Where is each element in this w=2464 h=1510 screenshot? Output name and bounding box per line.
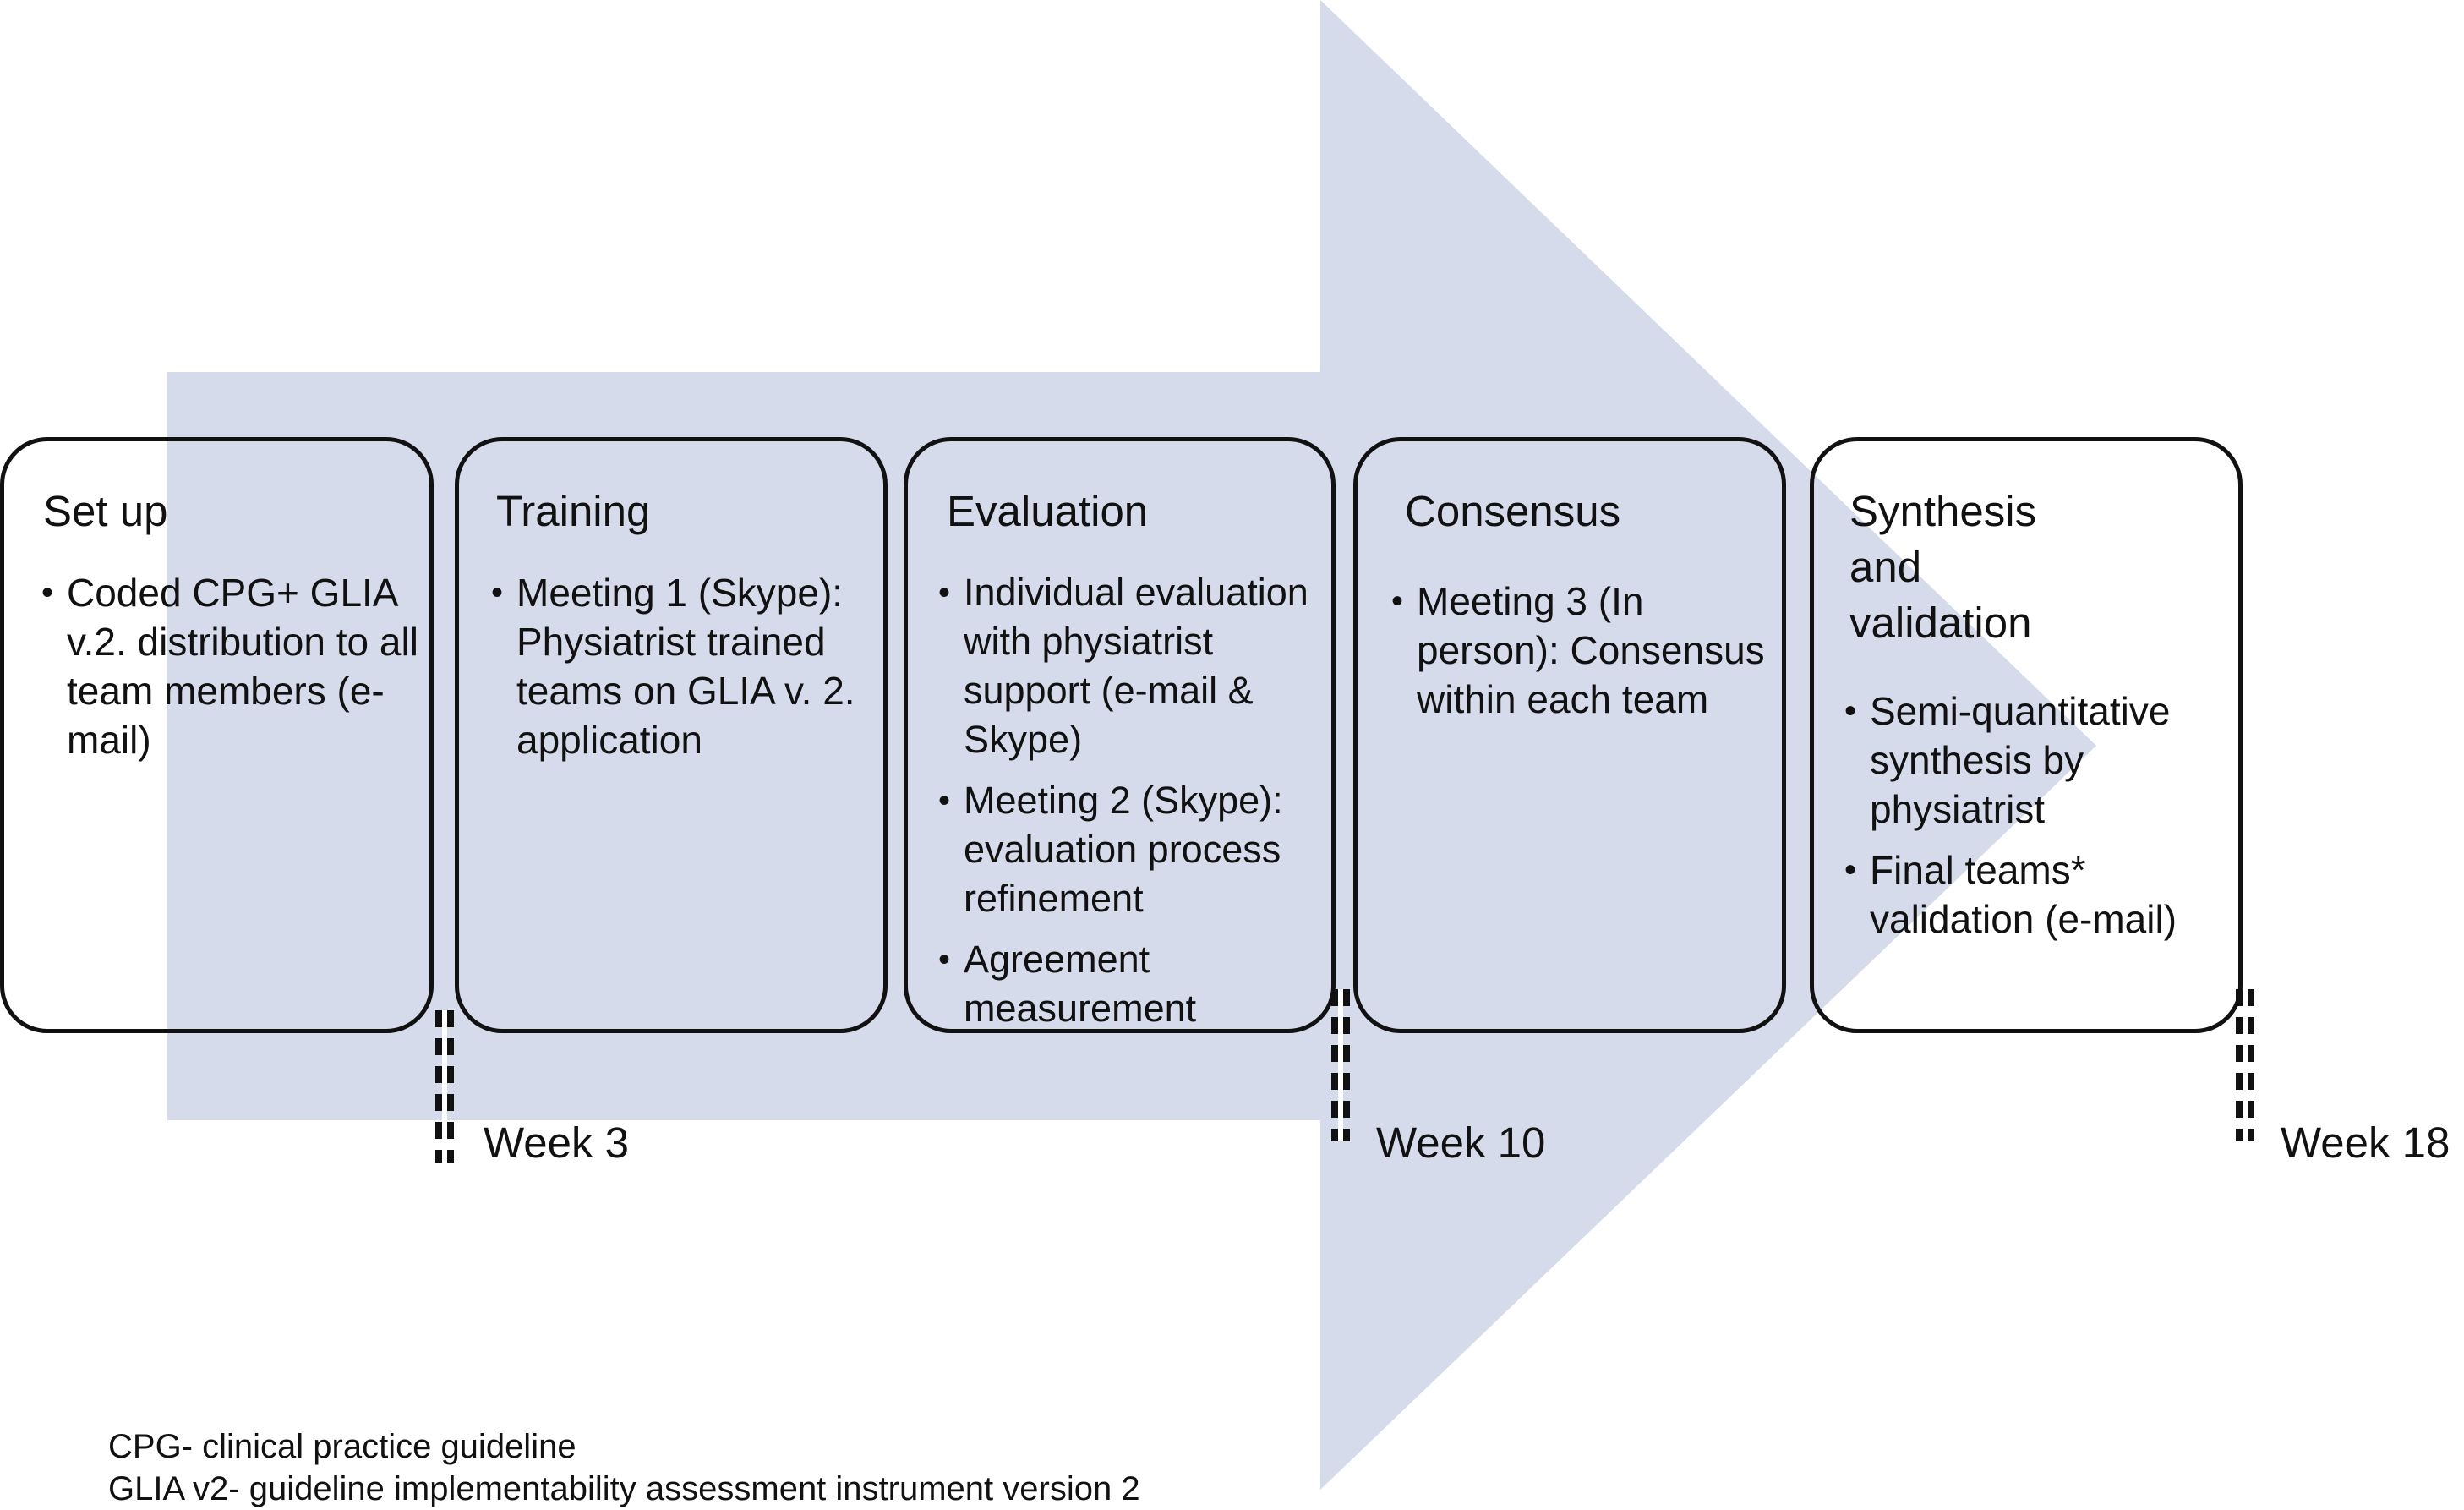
stage-bullets: Meeting 1 (Skype): Physiatrist trained t… xyxy=(491,568,878,776)
bullet-item: Meeting 2 (Skype): evaluation process re… xyxy=(938,776,1326,923)
milestone-week-3: Week 3 xyxy=(484,1119,629,1167)
bullet-item: Meeting 1 (Skype): Physiatrist trained t… xyxy=(491,568,878,764)
stage-title: Training xyxy=(496,487,651,535)
stage-title: Set up xyxy=(43,487,168,535)
bullet-item: Meeting 3 (In person): Consensus within … xyxy=(1391,577,1782,724)
bullet-item: Coded CPG+ GLIA v.2. distribution to all… xyxy=(41,568,424,764)
bullet-item: Individual evaluation with physiatrist s… xyxy=(938,568,1326,764)
stage-bullets: Meeting 3 (In person): Consensus within … xyxy=(1391,577,1782,736)
bullet-item: Agreement measurement xyxy=(938,935,1326,1033)
stage-title: Consensus xyxy=(1405,487,1621,535)
stage-training: Training Meeting 1 (Skype): Physiatrist … xyxy=(455,437,888,1033)
stage-consensus: Consensus Meeting 3 (In person): Consens… xyxy=(1353,437,1786,1033)
stage-synthesis: Synthesis and validation Semi-quantitati… xyxy=(1810,437,2243,1033)
stage-bullets: Coded CPG+ GLIA v.2. distribution to all… xyxy=(41,568,424,776)
stage-title: Synthesis and validation xyxy=(1849,487,2037,647)
stage-bullets: Semi-quantitative synthesis by physiatri… xyxy=(1844,687,2238,955)
milestone-marker xyxy=(1331,989,1350,1141)
footnote-glia: GLIA v2- guideline implementability asse… xyxy=(108,1470,1140,1507)
bullet-item: Semi-quantitative synthesis by physiatri… xyxy=(1844,687,2238,834)
stage-bullets: Individual evaluation with physiatrist s… xyxy=(938,568,1326,1045)
stage-title: Evaluation xyxy=(947,487,1149,535)
milestone-marker xyxy=(435,1010,454,1163)
milestone-week-10: Week 10 xyxy=(1376,1119,1546,1167)
milestone-marker xyxy=(2236,989,2254,1141)
stage-setup: Set up Coded CPG+ GLIA v.2. distribution… xyxy=(0,437,434,1033)
footnote-cpg: CPG- clinical practice guideline xyxy=(108,1428,576,1465)
milestone-week-18: Week 18 xyxy=(2281,1119,2450,1167)
stage-evaluation: Evaluation Individual evaluation with ph… xyxy=(904,437,1336,1033)
bullet-item: Final teams* validation (e-mail) xyxy=(1844,845,2238,944)
